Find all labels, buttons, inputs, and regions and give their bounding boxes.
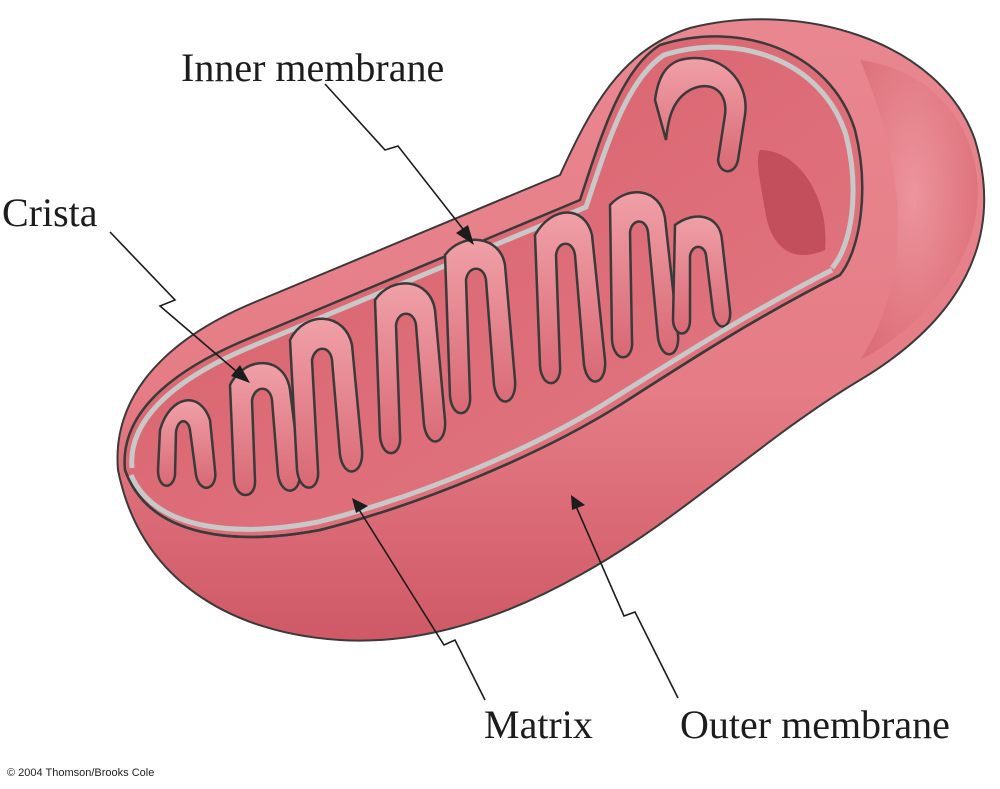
matrix-label: Matrix [484, 702, 593, 747]
intermembrane-band [129, 44, 856, 469]
cut-rim-band [128, 267, 834, 532]
copyright-notice: © 2004 Thomson/Brooks Cole [7, 767, 155, 779]
crista-fold-2 [228, 361, 302, 497]
matrix-arrowhead [352, 498, 368, 513]
crista-fold-4 [373, 282, 447, 455]
crista-fold-6 [533, 211, 607, 385]
inner-membrane-leader [324, 83, 471, 239]
crista-label: Crista [2, 190, 98, 235]
inner-membrane-arrowhead [456, 225, 474, 245]
matrix-leader [357, 507, 486, 701]
leader-arrowheads [231, 225, 585, 513]
crista-leader [109, 231, 244, 378]
cristae-folds [156, 56, 747, 497]
inner-membrane-label: Inner membrane [181, 45, 445, 90]
crista-fold-7 [608, 191, 680, 359]
crista-fold-3 [288, 317, 364, 489]
outer-membrane-end-cap [860, 60, 978, 360]
crista-fold-rear [653, 56, 747, 173]
crista-fold-1 [156, 399, 217, 489]
crista-fold-8 [671, 215, 732, 335]
leader-lines [109, 83, 679, 701]
crista-fold-5 [443, 238, 517, 415]
matrix-back-shadow [757, 150, 826, 256]
outer-membrane-label: Outer membrane [680, 702, 950, 747]
outer-membrane-leader [574, 503, 679, 699]
outer-membrane-arrowhead [571, 495, 585, 510]
cut-rim [123, 273, 841, 539]
crista-arrowhead [231, 365, 250, 383]
